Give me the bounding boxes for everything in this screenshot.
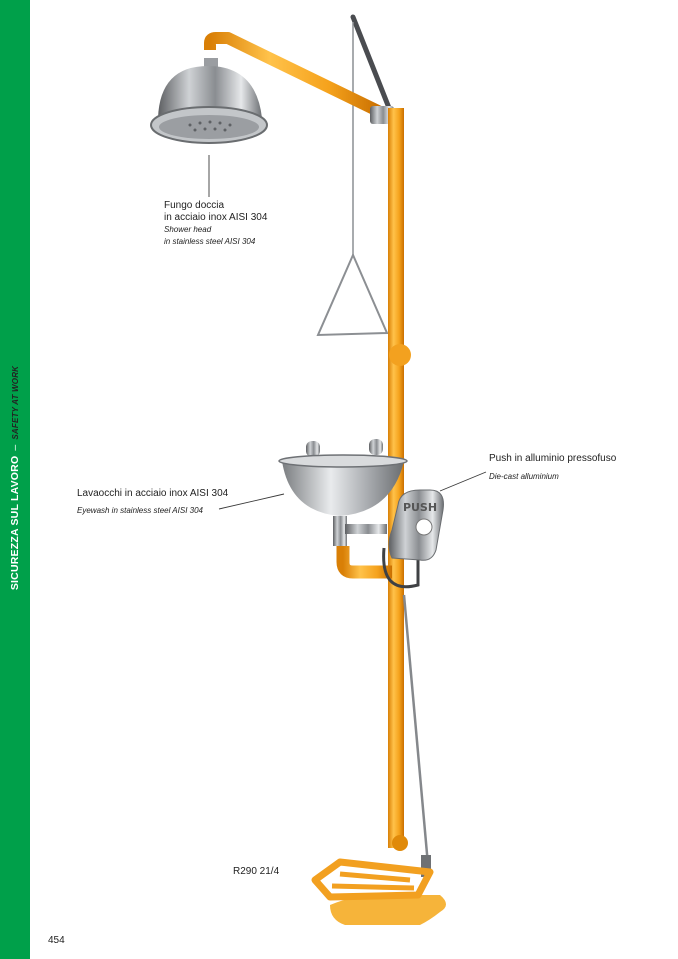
foot-pedal-rod xyxy=(402,594,430,866)
eyewash-nozzle-left xyxy=(306,441,320,457)
column-coupling xyxy=(389,344,411,366)
eyewash-leader-line xyxy=(218,493,285,510)
push-plate-text: PUSH xyxy=(403,501,437,514)
push-linkage xyxy=(382,547,420,589)
page-number: 454 xyxy=(48,935,65,946)
foot-rod-spring xyxy=(421,855,431,877)
eyewash-label-en: Eyewash in stainless steel AISI 304 xyxy=(77,506,203,515)
foot-pedal-bar xyxy=(339,871,411,883)
shower-head-holes xyxy=(188,120,232,132)
shower-nut xyxy=(204,58,218,68)
eyewash-drain-pipe xyxy=(333,516,347,546)
shower-head-dome xyxy=(158,66,262,118)
pull-triangle-handle xyxy=(316,252,389,337)
column-base-coupling xyxy=(392,835,408,851)
eyewash-callout: Lavaocchi in acciaio inox AISI 304 Eyewa… xyxy=(77,488,228,517)
shower-label-it-1: Fungo doccia xyxy=(164,200,225,211)
pull-lever-rod xyxy=(350,14,396,121)
shower-label-en-2: in stainless steel AISI 304 xyxy=(164,237,256,246)
shower-label-en-1: Shower head xyxy=(164,225,212,234)
sidebar-band xyxy=(0,0,30,959)
base-plate xyxy=(330,894,446,925)
eyewash-label-it: Lavaocchi in acciaio inox AISI 304 xyxy=(77,488,229,499)
shower-label-it-2: in acciaio inox AISI 304 xyxy=(164,212,268,223)
eyewash-bowl xyxy=(282,461,404,516)
shower-callout: Fungo doccia in acciaio inox AISI 304 Sh… xyxy=(164,200,267,248)
foot-pedal-frame xyxy=(311,858,434,901)
eyewash-bowl-rim xyxy=(278,454,408,468)
push-label-it: Push in alluminio pressofuso xyxy=(489,453,617,464)
eyewash-nozzle-right xyxy=(369,439,383,455)
push-label-en: Die-cast alluminium xyxy=(489,472,559,481)
foot-pedal-bar xyxy=(331,883,415,891)
eyewash-supply-pipe xyxy=(336,546,392,579)
product-code: R290 21/4 xyxy=(233,866,280,877)
push-plate-hole xyxy=(415,518,433,536)
eyewash-valve-pipe xyxy=(345,524,387,534)
shower-head-plate xyxy=(159,115,259,139)
push-leader-line xyxy=(439,471,487,492)
push-callout: Push in alluminio pressofuso Die-cast al… xyxy=(489,453,616,483)
shower-arm-pipe xyxy=(204,32,383,118)
